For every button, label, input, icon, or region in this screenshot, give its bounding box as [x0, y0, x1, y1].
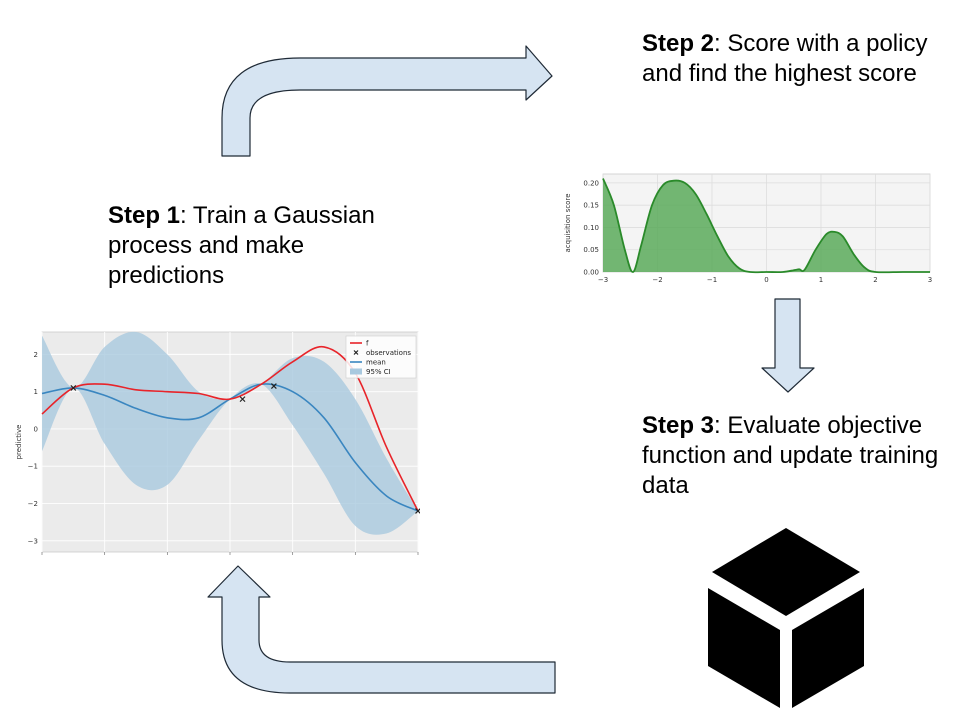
acq-xtick-label: −2 [652, 276, 662, 284]
acquisition-area [603, 178, 930, 273]
acq-ytick-label: 0.10 [583, 224, 599, 232]
gp-legend-label: 95% CI [366, 368, 391, 376]
acq-xtick-label: 0 [764, 276, 768, 284]
gp-ticks: 2 1 0 −1 −2 −3 [28, 351, 419, 555]
acq-ytick-label: 0.00 [583, 269, 599, 277]
gp-ytick-label: 0 [34, 425, 38, 433]
step-3-title: Step 3 [642, 412, 715, 439]
gp-observation-marker [415, 508, 420, 514]
gp-observations [70, 383, 420, 514]
curved-arrow-bottom [207, 565, 556, 694]
acq-ytick-label: 0.15 [583, 202, 599, 210]
acq-xtick-label: 2 [873, 276, 877, 284]
gp-observation-marker [270, 383, 277, 389]
down-arrow-right [761, 298, 815, 393]
acq-xtick-label: 3 [928, 276, 932, 284]
gp-legend-label: mean [366, 359, 386, 367]
acquisition-ylabel: acquisition score [564, 194, 572, 253]
acq-xtick-label: −3 [598, 276, 608, 284]
gp-legend-label: f [366, 340, 369, 348]
gp-ytick-label: 2 [34, 351, 38, 359]
gp-ytick-label: −3 [28, 537, 38, 545]
acq-ytick-label: 0.20 [583, 179, 599, 187]
acquisition-ticks: −3 −2 −1 0 1 2 3 0.00 0.05 0.10 0.15 0.20 [583, 179, 932, 284]
curved-arrow-top [221, 45, 553, 157]
step-1-label: Step 1: Train a Gaussian process and mak… [108, 201, 378, 291]
cube-top-face [712, 528, 860, 616]
step-2-title: Step 2 [642, 30, 715, 57]
gp-ci-band [42, 331, 418, 535]
gp-ytick-label: −1 [28, 463, 38, 471]
gp-ylabel: predictive [15, 425, 23, 460]
acq-xtick-label: −1 [707, 276, 717, 284]
step-1-title: Step 1 [108, 202, 181, 229]
gp-f-line [41, 345, 419, 512]
cube-icon [708, 528, 864, 708]
step-3-label: Step 3: Evaluate objective function and … [642, 411, 942, 501]
gp-observation-marker [239, 396, 246, 403]
acquisition-chart: −3 −2 −1 0 1 2 3 0.00 0.05 0.10 0.15 0.20 acquisiti… [564, 173, 932, 284]
cube-left-face [708, 588, 780, 708]
step-2-label: Step 2: Score with a policy and find the… [642, 29, 942, 89]
step-2-text: : Score with a policy and find the highe… [642, 30, 928, 87]
gp-observation-marker [70, 385, 77, 391]
gp-legend-label: observations [366, 349, 411, 357]
gp-ytick-label: 1 [34, 388, 38, 396]
step-3-text: : Evaluate objective function and update… [642, 412, 939, 499]
acq-ytick-label: 0.05 [583, 246, 599, 254]
acq-xtick-label: 1 [819, 276, 823, 284]
step-1-text: : Train a Gaussian process and make pred… [108, 202, 375, 289]
cube-right-face [792, 588, 864, 708]
gp-ytick-label: −2 [28, 500, 38, 508]
acquisition-line [602, 178, 930, 274]
